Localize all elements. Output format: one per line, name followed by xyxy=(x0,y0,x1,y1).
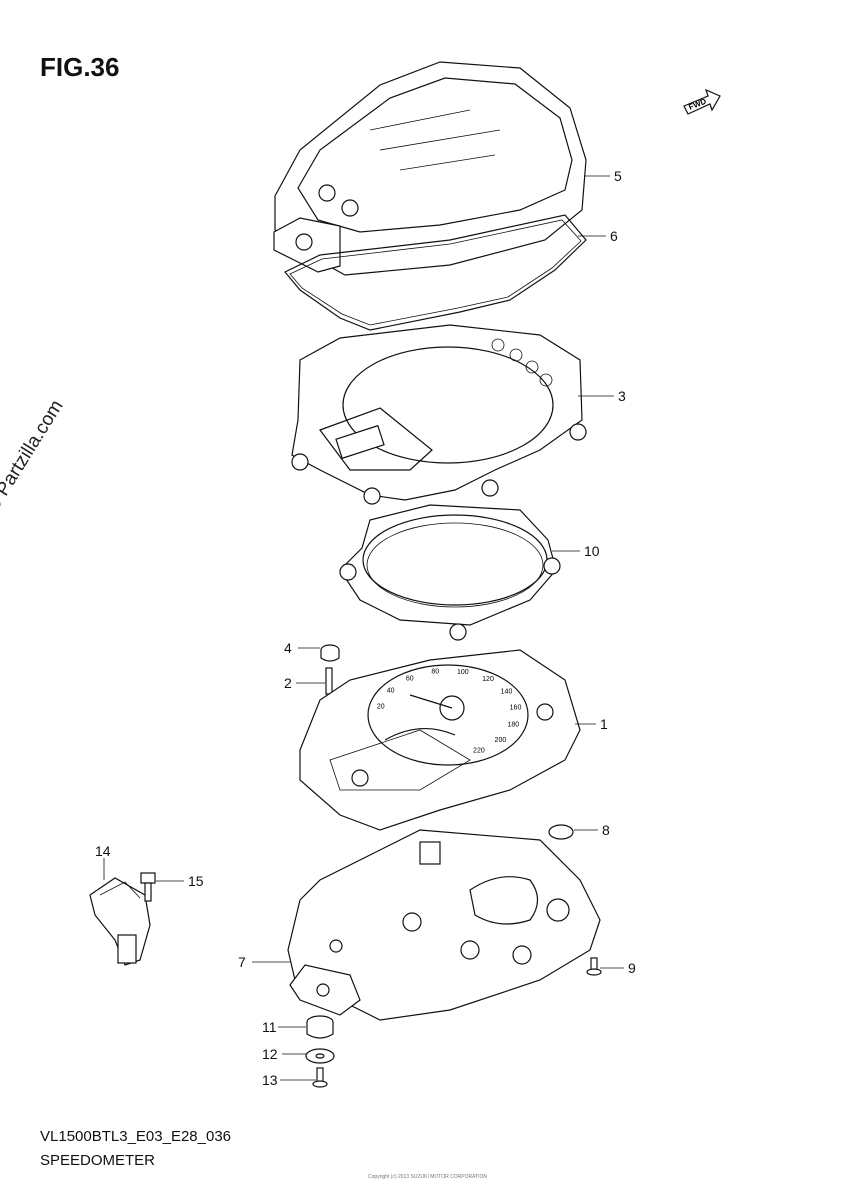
callout-11: 11 xyxy=(262,1019,277,1035)
gauge-tick-9: 200 xyxy=(495,737,507,744)
part-8-plug xyxy=(548,824,574,840)
gauge-tick-3: 80 xyxy=(431,669,439,676)
gauge-tick-0: 20 xyxy=(377,703,385,710)
gauge-tick-1: 40 xyxy=(387,688,395,695)
gauge-tick-labels: 20 40 60 80 100 120 140 160 180 200 220 xyxy=(377,669,522,755)
part-3-meter-housing xyxy=(291,324,587,505)
gauge-tick-4: 100 xyxy=(457,669,469,676)
part-7-lower-case xyxy=(287,829,601,1021)
callout-4: 4 xyxy=(284,640,292,656)
gauge-tick-7: 160 xyxy=(510,705,522,712)
part-13-screw xyxy=(312,1067,328,1088)
callout-5: 5 xyxy=(614,168,622,184)
figure-title: FIG.36 xyxy=(40,52,120,82)
gauge-tick-8: 180 xyxy=(507,722,519,729)
diagram-name: SPEEDOMETER xyxy=(40,1152,156,1169)
part-2-pin xyxy=(325,667,333,695)
part-6-gasket xyxy=(284,214,587,331)
callout-2: 2 xyxy=(284,675,292,691)
gauge-tick-5: 120 xyxy=(482,676,494,683)
part-4-cap xyxy=(320,644,340,662)
part-5-meter-cover xyxy=(273,61,587,276)
callout-1: 1 xyxy=(600,716,608,732)
callout-10: 10 xyxy=(584,543,600,559)
callout-8: 8 xyxy=(602,822,610,838)
callout-9: 9 xyxy=(628,960,636,976)
part-14-speed-sensor xyxy=(89,877,151,966)
part-12-washer xyxy=(305,1048,335,1064)
gauge-tick-6: 140 xyxy=(501,689,513,696)
callout-7: 7 xyxy=(238,954,246,970)
gauge-tick-10: 220 xyxy=(473,747,485,754)
callout-6: 6 xyxy=(610,228,618,244)
callout-15: 15 xyxy=(188,873,204,889)
part-10-ring xyxy=(339,504,561,641)
part-15-bolt xyxy=(140,872,156,902)
part-9-screw xyxy=(586,957,602,976)
gauge-tick-2: 60 xyxy=(406,675,414,682)
diagram-code: VL1500BTL3_E03_E28_036 xyxy=(40,1128,232,1145)
footer-note: Copyright (c) 2013 SUZUKI MOTOR CORPORAT… xyxy=(368,1174,488,1180)
fwd-arrow-icon: FWD xyxy=(683,88,721,115)
callout-3: 3 xyxy=(618,388,626,404)
part-1-speedometer-assembly xyxy=(299,649,581,831)
callout-14: 14 xyxy=(95,843,111,859)
part-11-grommet xyxy=(306,1015,334,1039)
leader-lines xyxy=(103,175,624,1081)
callout-13: 13 xyxy=(262,1072,278,1088)
callout-12: 12 xyxy=(262,1046,278,1062)
